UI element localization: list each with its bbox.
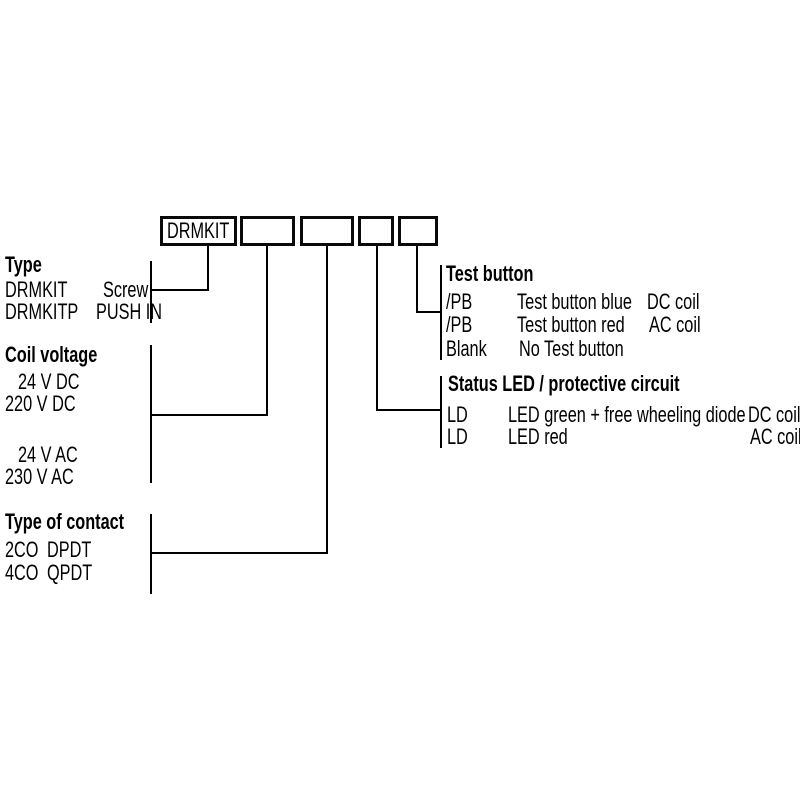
section-bar-coil-voltage	[150, 345, 152, 483]
connector-elbow-status-led	[377, 409, 442, 411]
status-led-row-code: LD	[447, 424, 468, 449]
section-bar-status-led	[440, 376, 442, 448]
coil-voltage-heading: Coil voltage	[5, 342, 98, 367]
connector-stem-coil-voltage	[266, 246, 268, 416]
connector-stem-type	[207, 246, 209, 291]
status-led-row-coil: AC coil	[750, 424, 800, 449]
connector-stem-status-led	[376, 246, 378, 411]
status-led-row-desc: LED green + free wheeling diode	[508, 402, 746, 427]
code-box-type: DRMKIT	[160, 216, 237, 246]
code-box-type-of-contact	[300, 216, 354, 246]
status-led-row-code: LD	[447, 402, 468, 427]
status-led-heading: Status LED / protective circuit	[448, 371, 680, 396]
code-box-prefix-label: DRMKIT	[167, 218, 230, 243]
test-button-row-code: /PB	[446, 312, 473, 337]
contact-row-code: 4CO	[5, 560, 39, 585]
status-led-row-coil: DC coil	[748, 402, 800, 427]
test-button-row-desc: Test button blue	[517, 289, 632, 314]
coil-voltage-option: 230 V AC	[5, 464, 74, 489]
section-bar-type	[150, 261, 152, 323]
connector-elbow-test-button	[417, 311, 442, 313]
connector-elbow-coil-voltage	[151, 414, 268, 416]
type-row-code: DRMKITP	[5, 299, 79, 324]
contact-row-desc: QPDT	[47, 560, 93, 585]
type-heading: Type	[5, 252, 42, 277]
coil-voltage-option: 24 V DC	[18, 369, 80, 394]
coil-voltage-option: 220 V DC	[5, 391, 76, 416]
test-button-row-coil: DC coil	[647, 289, 700, 314]
test-button-row-desc: Test button red	[517, 312, 625, 337]
type-row-desc: Screw	[103, 277, 149, 302]
connector-elbow-type	[151, 289, 209, 291]
section-bar-test-button	[440, 265, 442, 360]
type-of-contact-heading: Type of contact	[5, 509, 125, 534]
connector-stem-type-of-contact	[326, 246, 328, 554]
connector-elbow-type-of-contact	[151, 552, 328, 554]
type-row-code: DRMKIT	[5, 277, 68, 302]
type-row-desc: PUSH IN	[96, 299, 163, 324]
coil-voltage-option: 24 V AC	[18, 442, 78, 467]
code-box-coil-voltage	[240, 216, 295, 246]
connector-stem-test-button	[416, 246, 418, 313]
contact-row-desc: DPDT	[47, 537, 92, 562]
test-button-row-code: /PB	[446, 289, 473, 314]
contact-row-code: 2CO	[5, 537, 39, 562]
section-bar-type-of-contact	[150, 514, 152, 594]
test-button-row-desc: No Test button	[519, 336, 624, 361]
code-box-test-button	[398, 216, 438, 246]
code-box-status-led	[358, 216, 394, 246]
test-button-row-coil: AC coil	[649, 312, 701, 337]
status-led-row-desc: LED red	[508, 424, 568, 449]
test-button-row-code: Blank	[446, 336, 487, 361]
test-button-heading: Test button	[446, 261, 534, 286]
